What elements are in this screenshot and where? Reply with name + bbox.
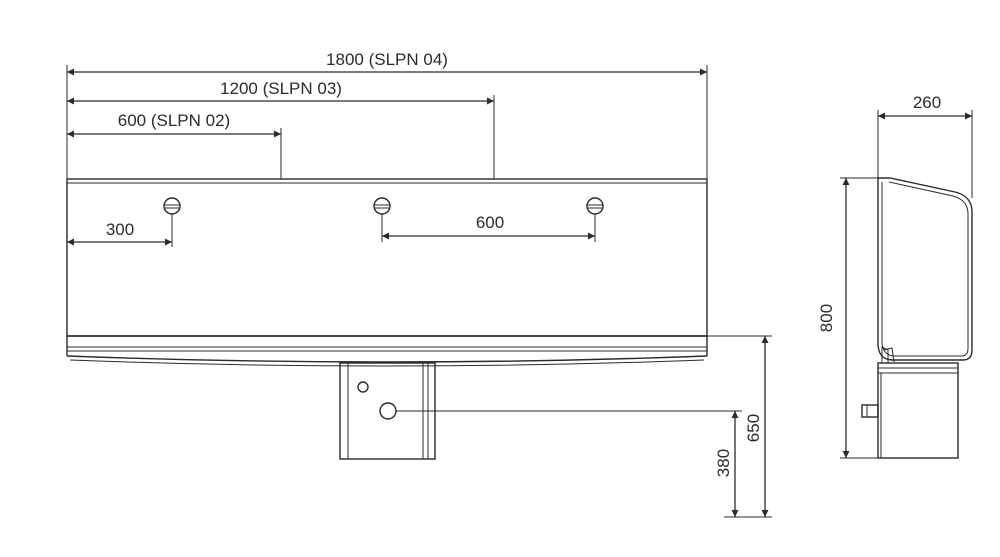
side-view	[840, 177, 973, 459]
dimension-800: 800	[817, 177, 878, 458]
dim-380-label: 380	[714, 449, 733, 477]
outlet-left	[163, 197, 181, 215]
side-trough-profile	[877, 177, 973, 361]
dimension-1200: 1200 (SLPN 03)	[67, 79, 495, 179]
dimension-380: 380	[396, 410, 742, 517]
side-cabinet	[877, 362, 959, 459]
dimension-650: 650	[707, 335, 772, 518]
dimension-300: 300	[67, 214, 173, 247]
dim-600-top-label: 600 (SLPN 02)	[118, 111, 230, 130]
dimension-600-spacing: 600	[381, 213, 596, 242]
dim-260-label: 260	[913, 93, 941, 112]
outlet-middle	[373, 197, 391, 215]
trough-body	[66, 178, 708, 337]
dim-1800-label: 1800 (SLPN 04)	[326, 50, 448, 69]
dim-800-label: 800	[817, 304, 836, 332]
dim-650-label: 650	[744, 414, 763, 442]
dim-1200-label: 1200 (SLPN 03)	[220, 79, 342, 98]
dimension-260: 260	[877, 93, 973, 198]
front-view	[66, 178, 708, 460]
dimension-1800: 1800 (SLPN 04)	[66, 50, 708, 179]
trough-rim	[66, 335, 708, 367]
dim-300-label: 300	[106, 220, 134, 239]
side-drain-pipe	[861, 404, 879, 418]
outlet-right	[586, 197, 604, 215]
dimension-600-top: 600 (SLPN 02)	[67, 111, 282, 179]
dim-600-spacing-label: 600	[476, 213, 504, 232]
